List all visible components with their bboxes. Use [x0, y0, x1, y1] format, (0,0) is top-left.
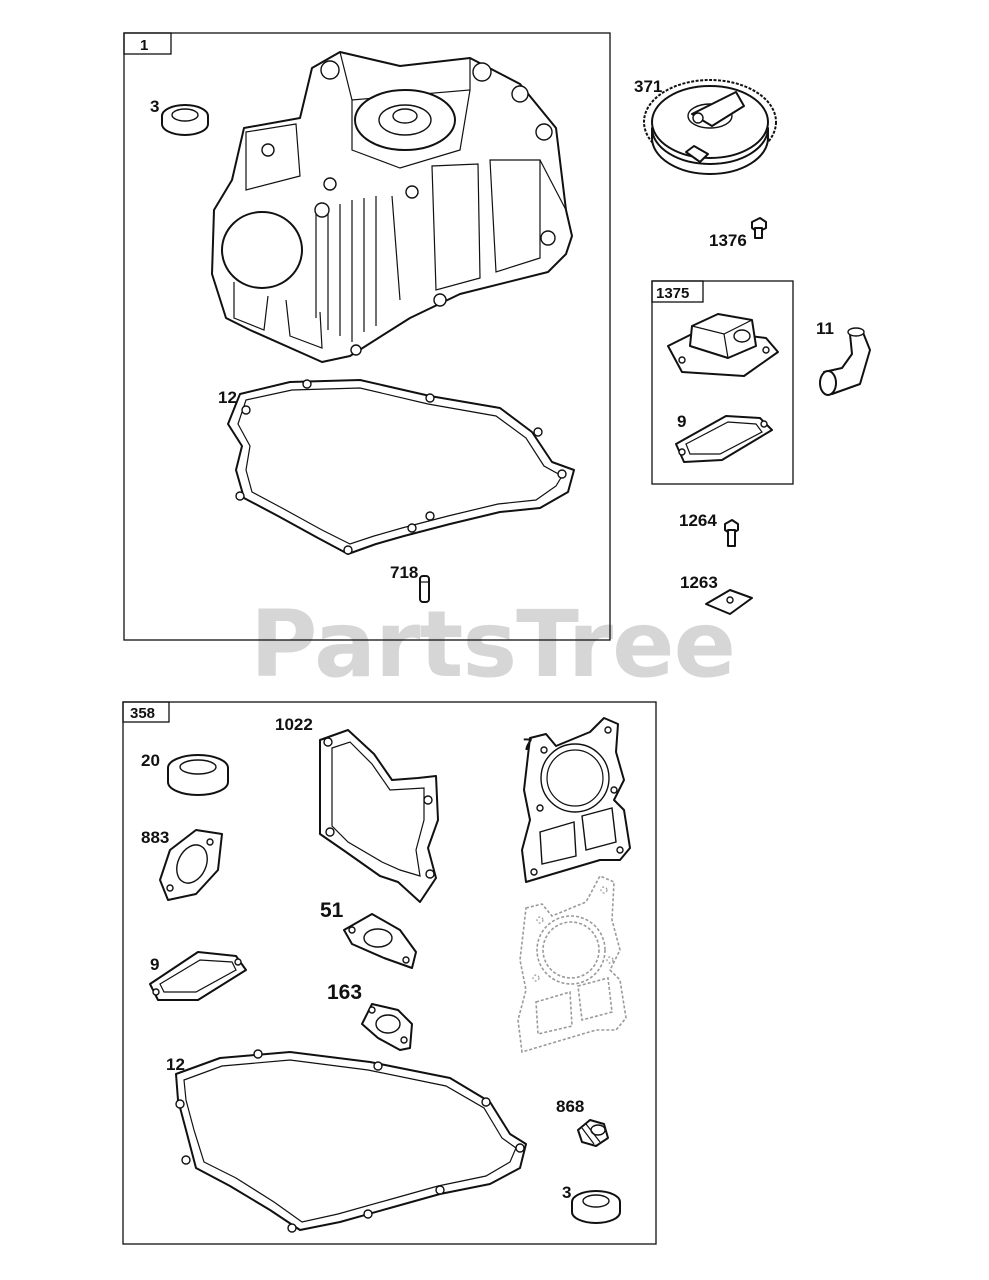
valve-seal-part-868[interactable] — [577, 1119, 609, 1147]
assembly-box-1 — [123, 32, 611, 641]
screw-part-1264[interactable] — [724, 519, 739, 547]
crankcase-part-1[interactable] — [211, 51, 573, 363]
callout-1376: 1376 — [709, 231, 747, 250]
callout-718: 718 — [390, 563, 418, 582]
callout-20: 20 — [141, 751, 160, 770]
callout-883: 883 — [141, 828, 169, 847]
callout-12-bottom: 12 — [166, 1055, 185, 1074]
assembly-box-1375 — [651, 280, 794, 485]
gasket-part-1022[interactable] — [319, 729, 439, 903]
box-label-1: 1 — [140, 37, 148, 54]
gasket-part-883[interactable] — [159, 829, 223, 901]
gasket-set-box-358 — [122, 701, 657, 1245]
callout-3-bottom: 3 — [562, 1183, 571, 1202]
crankcase-gasket-part-12-top[interactable] — [227, 379, 575, 555]
callout-163: 163 — [327, 981, 362, 1004]
callout-11: 11 — [816, 319, 834, 338]
head-gasket-ghost — [517, 874, 627, 1054]
callout-12-top: 12 — [218, 388, 237, 407]
head-gasket-part-7[interactable] — [521, 717, 631, 883]
callout-9-bottom: 9 — [150, 955, 159, 974]
oil-seal-part-3[interactable] — [161, 104, 209, 136]
box-label-1375: 1375 — [656, 285, 689, 302]
breather-gasket-part-9-top[interactable] — [675, 415, 773, 463]
gasket-part-163[interactable] — [361, 1003, 413, 1051]
breather-tube-part-11[interactable] — [819, 327, 871, 396]
callout-7: 7 — [523, 735, 532, 754]
watermark: PartsTree — [250, 591, 735, 698]
breather-gasket-part-9-bottom[interactable] — [149, 951, 247, 1001]
assembly-box-1-tag — [123, 32, 172, 55]
breather-cover[interactable] — [667, 313, 779, 377]
screw-part-1376[interactable] — [751, 217, 767, 239]
callout-3-top: 3 — [150, 97, 159, 116]
cam-gear-part-371[interactable] — [643, 79, 777, 175]
callout-868: 868 — [556, 1097, 584, 1116]
callout-9-top: 9 — [677, 412, 686, 431]
oil-seal-part-3-bottom[interactable] — [571, 1190, 621, 1224]
callout-371: 371 — [634, 77, 662, 96]
dowel-pin-part-718[interactable] — [419, 575, 430, 603]
callout-1263: 1263 — [680, 573, 718, 592]
gasket-part-51[interactable] — [343, 913, 417, 969]
plate-part-1263[interactable] — [705, 589, 753, 615]
callout-1022: 1022 — [275, 715, 313, 734]
crankcase-gasket-part-12-bottom[interactable] — [175, 1049, 527, 1233]
oil-seal-part-20[interactable] — [167, 754, 229, 796]
assembly-box-1375-tag — [651, 280, 704, 303]
gasket-set-box-358-tag — [122, 701, 170, 723]
box-label-358: 358 — [130, 705, 155, 722]
callout-1264: 1264 — [679, 511, 717, 530]
callout-51: 51 — [320, 899, 344, 922]
